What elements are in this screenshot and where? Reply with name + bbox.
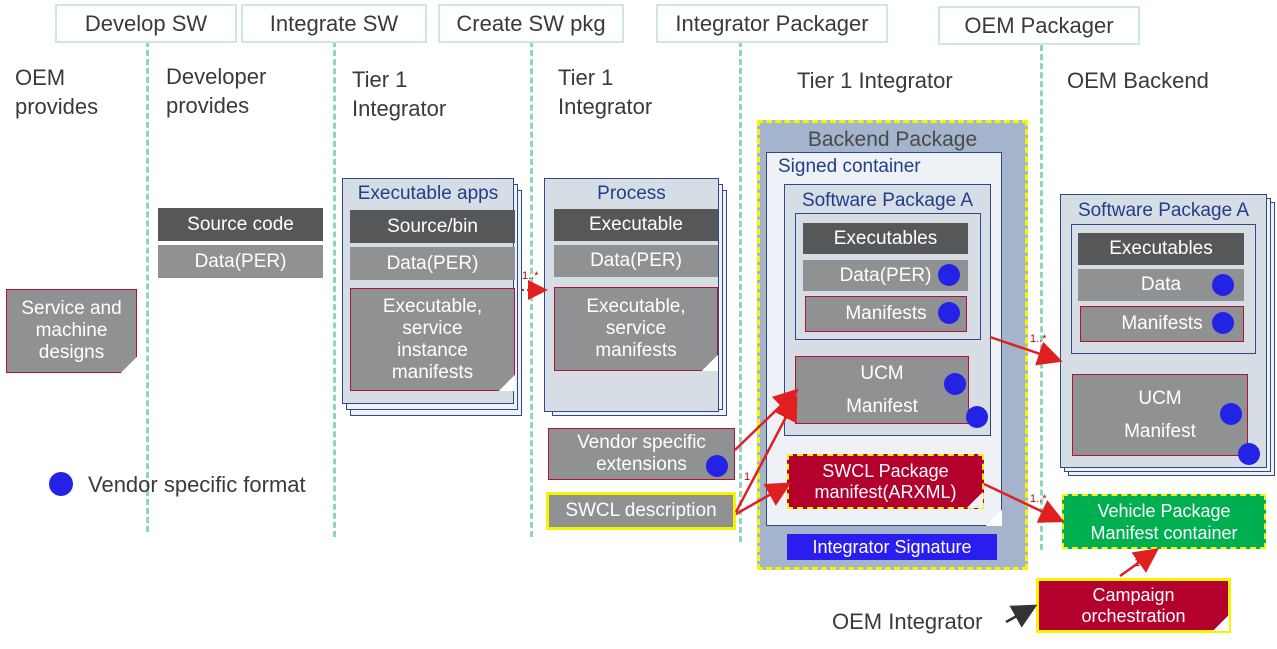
service-machine-designs: Service and machine designs [6,289,137,373]
oem-swpkg-inner: Executables Data Manifests [1071,224,1256,354]
vendor-format-dot [966,406,988,428]
backend-manifests-label: Manifests [845,303,927,324]
designs-label: Service and machine designs [21,298,122,363]
column-tier1-integrator: Tier 1 Integrator [797,68,953,93]
executable-apps-doc: Executable apps Source/bin Data(PER) Exe… [342,178,515,404]
swcl-package-manifest: SWCL Package manifest(ARXML) [787,454,984,509]
oem-ucm-label: UCM Manifest [1124,388,1196,442]
column-tier1-integrator: Tier 1 Integrator [352,67,447,121]
arrow-swcl-to-ucm [734,395,798,513]
oem-swpkg-title: Software Package A [1077,200,1250,221]
lane-separator [739,32,742,542]
process-executable: Executable [554,209,718,241]
vendor-format-dot [1238,443,1260,465]
backend-executables: Executables [803,223,968,254]
backend-swpkg-title: Software Package A [801,190,974,211]
column-oem-provides: OEM provides [15,65,99,119]
oem-manifests-label: Manifests [1121,313,1203,334]
process-data-per: Data(PER) [554,245,718,277]
developer-data-per: Data(PER) [158,245,323,278]
arrow-swcl-to-pkg [735,482,792,516]
column-developer-provides: Developer provides [166,64,267,118]
column-oem-backend: OEM Backend [1067,68,1209,93]
lane-separator [146,32,149,532]
backend-package-title: Backend Package [807,128,978,151]
integrator-signature: Integrator Signature [787,534,997,560]
process-doc: Process Executable Data(PER) Executable,… [544,178,719,412]
process-manifests-label: Executable, service manifests [586,296,686,361]
vendor-format-dot [706,455,728,477]
vendor-format-dot [1212,274,1234,296]
backend-ucm-manifest: UCM Manifest [795,356,969,424]
vendor-format-dot [938,302,960,324]
signed-container-title: Signed container [778,156,921,177]
multiplicity-label: 1..* [522,270,539,282]
vendor-ext-label: Vendor specific extensions [577,432,706,475]
vendor-format-dot [1220,403,1242,425]
legend-label: Vendor specific format [88,472,306,497]
phase-integrate-sw: Integrate SW [241,4,427,43]
phase-oem-packager: OEM Packager [938,6,1140,45]
executable-apps-title: Executable apps [357,183,499,204]
arrow-campaign-to-vehicle [1119,548,1160,578]
exec-apps-data-per: Data(PER) [350,247,515,280]
source-bin: Source/bin [350,210,515,243]
exec-instance-manifests-label: Executable, service instance manifests [382,295,483,383]
backend-ucm-label: UCM Manifest [846,363,918,417]
phase-develop-sw: Develop SW [55,4,237,43]
column-tier1-integrator: Tier 1 Integrator [558,65,653,119]
vendor-format-dot [938,264,960,286]
backend-swpkg-inner: Executables Data(PER) Manifests [795,213,981,340]
oem-integrator-label: OEM Integrator [832,609,983,634]
campaign-orchestration: Campaign orchestration [1036,578,1231,633]
lane-separator [1040,45,1043,550]
arrow-oem-integrator [1005,604,1038,628]
backend-data-label: Data(PER) [839,264,932,286]
campaign-label: Campaign orchestration [1081,584,1186,626]
oem-executables: Executables [1078,233,1244,265]
process-manifests: Executable, service manifests [554,287,718,371]
vendor-format-dot [944,373,966,395]
phase-create-sw-pkg: Create SW pkg [438,4,624,43]
exec-instance-manifests: Executable, service instance manifests [350,288,515,391]
swcl-package-label: SWCL Package manifest(ARXML) [814,460,957,502]
oem-ucm-manifest: UCM Manifest [1072,374,1248,456]
phase-integrator-packager: Integrator Packager [656,4,888,43]
process-title: Process [597,183,666,204]
arrow-backend-to-oem [989,335,1063,366]
swcl-description: SWCL description [546,492,736,530]
arrow-vendor-to-ucm [734,388,799,451]
arrow-swclpkg-to-vehicle [983,482,1065,523]
vendor-format-dot [1212,312,1234,334]
source-code: Source code [158,208,323,241]
vendor-specific-extensions: Vendor specific extensions [548,428,735,480]
lane-separator [333,32,336,537]
legend-dot [49,472,73,496]
multiplicity-label: 1 [744,471,751,483]
